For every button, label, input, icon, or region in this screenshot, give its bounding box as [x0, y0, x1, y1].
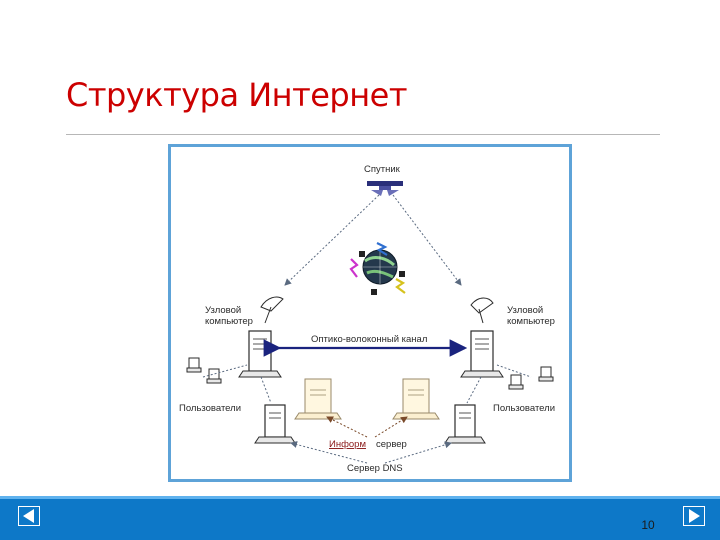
slide-title: Структура Интернет [66, 76, 407, 114]
node-left-label-line2: компьютер [205, 316, 253, 327]
node-link-left-lower [260, 376, 272, 404]
dns-server-left-icon [254, 404, 296, 444]
triangle-left-icon [23, 509, 34, 523]
info-server-label: сервер [376, 439, 407, 450]
fiber-channel-label: Оптико-волоконный канал [311, 334, 427, 345]
dns-link-left [290, 441, 368, 464]
title-divider [66, 134, 660, 135]
users-left-label: Пользователи [179, 403, 241, 414]
info-server-link-right [374, 416, 408, 438]
satellite-label: Спутник [364, 164, 401, 175]
diagram-canvas: Спутник Узло [179, 164, 555, 474]
dns-server-right-icon [444, 404, 486, 444]
node-right-label-line2: компьютер [507, 316, 555, 327]
footer-accent-strip [0, 496, 720, 499]
satellite-link-right [392, 194, 462, 286]
user-workstations-left-icon [186, 357, 222, 384]
info-server-right-icon [392, 378, 440, 420]
satellite-link-left [284, 194, 380, 286]
triangle-right-icon [689, 509, 700, 523]
next-slide-button[interactable] [683, 506, 705, 526]
page-number: 10 [641, 518, 655, 532]
previous-slide-button[interactable] [18, 506, 40, 526]
node-link-right-lower [466, 376, 482, 404]
internet-structure-diagram: Спутник Узло [168, 144, 572, 482]
slide-footer [0, 496, 720, 540]
dns-server-label: Сервер DNS [347, 463, 403, 474]
info-server-link-label[interactable]: Информ [329, 439, 366, 450]
wireless-signal-icon [349, 242, 406, 295]
node-left-label-line1: Узловой [205, 305, 241, 316]
users-right-label: Пользователи [493, 403, 555, 414]
node-right-label-line1: Узловой [507, 305, 543, 316]
globe-icon [362, 249, 398, 285]
user-workstations-right-icon [508, 366, 554, 390]
satellite-icon [367, 181, 403, 196]
info-server-link-left [326, 416, 368, 438]
info-server-left-icon [294, 378, 342, 420]
node-computer-right-icon [460, 297, 504, 378]
dns-link-right [384, 441, 452, 464]
